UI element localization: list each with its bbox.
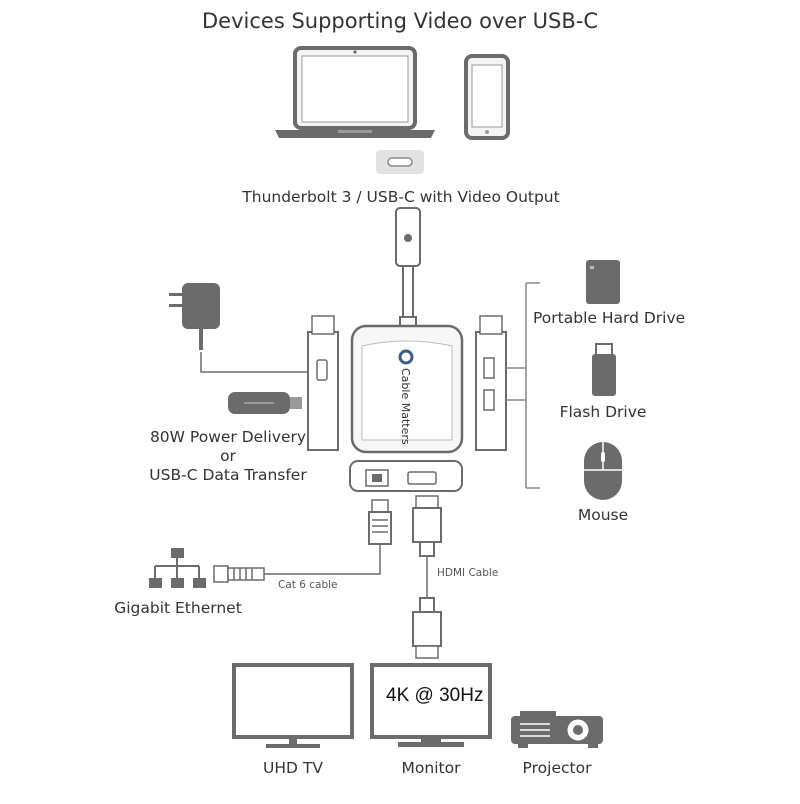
hard-drive-label: Portable Hard Drive [533, 309, 686, 327]
hub-front-ports-icon [349, 460, 463, 492]
hdmi-cable-label: HDMI Cable [437, 567, 499, 579]
rj45-connector-icon [213, 565, 265, 583]
right-bracket [506, 282, 540, 489]
power-adapter-icon [169, 283, 308, 373]
power-delivery-line-3: USB-C Data Transfer [149, 466, 307, 484]
cat6-cable-label: Cat 6 cable [278, 579, 338, 591]
usb-c-plug-icon [395, 207, 421, 328]
smartphone-icon [464, 54, 510, 140]
mouse-label: Mouse [577, 506, 629, 524]
projector-label: Projector [522, 759, 592, 777]
tv-icon [232, 663, 354, 748]
gigabit-ethernet-label: Gigabit Ethernet [114, 599, 242, 617]
hdmi-plug-bottom-icon [412, 597, 442, 659]
monitor-icon [370, 663, 492, 747]
portable-hard-drive-icon [586, 260, 620, 304]
ethernet-plug-icon [262, 499, 392, 575]
power-delivery-line-2: or [220, 447, 236, 465]
connector-label: Thunderbolt 3 / USB-C with Video Output [242, 188, 560, 206]
flash-drive-label: Flash Drive [559, 403, 647, 421]
hdmi-plug-top-icon [412, 495, 442, 598]
usb-c-dongle-icon [228, 392, 302, 414]
hub-left-side-icon [307, 315, 339, 451]
laptop-icon [275, 46, 435, 138]
hub-right-side-icon [475, 315, 507, 451]
usb-c-port-icon [376, 150, 424, 174]
power-delivery-label: 80W Power Delivery or USB-C Data Transfe… [149, 428, 306, 485]
hub-brand-logo: Cable Matters [399, 368, 412, 445]
power-delivery-line-1: 80W Power Delivery [149, 428, 307, 446]
uhd-tv-label: UHD TV [263, 759, 323, 777]
page-title: Devices Supporting Video over USB-C [202, 9, 598, 33]
usb-c-hub-icon: Cable Matters [350, 324, 464, 454]
projector-icon [511, 711, 603, 748]
monitor-label: Monitor [401, 759, 461, 777]
flash-drive-icon [592, 343, 616, 396]
mouse-icon [584, 442, 622, 500]
network-icon [149, 548, 206, 588]
monitor-resolution-text: 4K @ 30Hz [386, 685, 484, 706]
